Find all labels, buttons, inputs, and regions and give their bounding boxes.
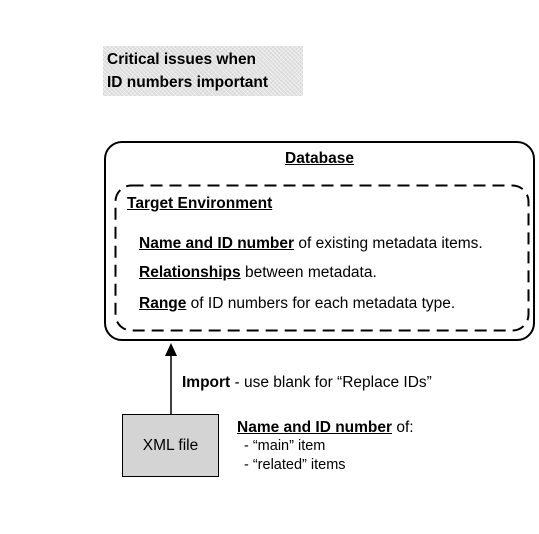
heading-line-1: Critical issues when <box>107 51 257 68</box>
env-line-name-id-rest: of existing metadata items. <box>294 235 483 252</box>
import-label-key: Import <box>182 374 231 391</box>
xml-info-title: Name and ID number of: <box>237 419 414 437</box>
env-line-range: Range of ID numbers for each metadata ty… <box>139 295 455 313</box>
env-line-name-id: Name and ID number of existing metadata … <box>139 235 483 253</box>
env-line-range-key: Range <box>139 295 187 312</box>
import-arrow <box>165 343 177 415</box>
heading-box: Critical issues when ID numbers importan… <box>103 46 303 96</box>
xml-info-rest: of: <box>392 419 414 436</box>
import-label: Import - use blank for “Replace IDs” <box>182 374 432 392</box>
database-title: Database <box>285 150 354 167</box>
xml-info-item-main: - “main” item <box>244 438 326 454</box>
xml-file-box: XML file <box>122 414 219 477</box>
xml-file-label: XML file <box>142 436 199 454</box>
target-environment-dashed-box <box>114 184 530 332</box>
xml-info-key: Name and ID number <box>237 419 393 436</box>
database-box: Database <box>104 141 535 341</box>
env-line-name-id-key: Name and ID number <box>139 235 295 252</box>
heading-line-2: ID numbers important <box>107 74 269 91</box>
env-line-relationships-rest: between metadata. <box>240 264 377 281</box>
import-label-rest: - use blank for “Replace IDs” <box>230 374 432 391</box>
env-line-range-rest: of ID numbers for each metadata type. <box>186 295 456 312</box>
target-environment-title: Target Environment <box>127 195 273 212</box>
xml-info-item-related: - “related” items <box>244 457 346 473</box>
env-line-relationships: Relationships between metadata. <box>139 264 377 282</box>
env-line-relationships-key: Relationships <box>139 264 241 281</box>
